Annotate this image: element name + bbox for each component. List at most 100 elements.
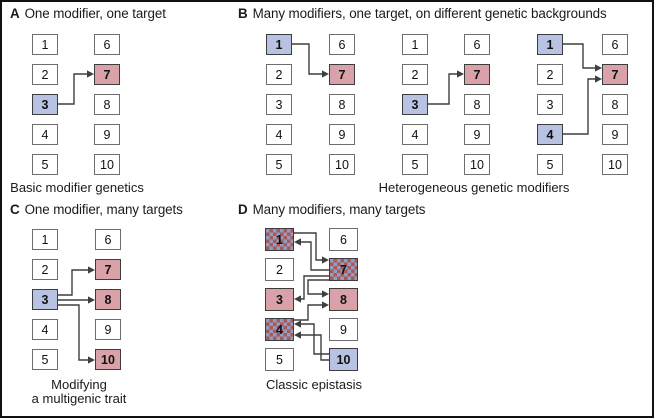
gene-box-b-3: 3 <box>402 94 428 115</box>
gene-box-c-5: 5 <box>32 349 58 370</box>
gene-box-b-10: 10 <box>329 154 355 175</box>
gene-box-a-5: 5 <box>32 154 58 175</box>
gene-box-b-7: 7 <box>602 64 628 85</box>
gene-box-d-2: 2 <box>265 258 294 281</box>
gene-box-b-2: 2 <box>537 64 563 85</box>
gene-box-b-6: 6 <box>602 34 628 55</box>
arrowhead-7-to-1 <box>294 238 301 246</box>
arrowhead-3-to-10 <box>88 356 95 364</box>
gene-box-d-4: 4 <box>265 318 294 341</box>
gene-box-a-6: 6 <box>94 34 120 55</box>
gene-box-c-10: 10 <box>95 349 121 370</box>
arrowhead-10-to-4 <box>294 320 301 328</box>
gene-box-c-8: 8 <box>95 289 121 310</box>
arrow-10-to-4 <box>299 334 329 361</box>
gene-box-c-1: 1 <box>32 229 58 250</box>
gene-box-d-8: 8 <box>329 288 358 311</box>
panel-a-title-text: One modifier, one target <box>24 6 166 21</box>
gene-box-c-2: 2 <box>32 259 58 280</box>
panel-a-caption: Basic modifier genetics <box>10 180 144 195</box>
gene-box-c-7: 7 <box>95 259 121 280</box>
gene-box-c-6: 6 <box>95 229 121 250</box>
gene-box-c-9: 9 <box>95 319 121 340</box>
gene-box-b-4: 4 <box>402 124 428 145</box>
arrow-1-to-7 <box>294 232 324 261</box>
arrowhead-7-to-3 <box>294 295 301 303</box>
gene-box-b-1: 1 <box>537 34 563 55</box>
arrow-7-to-3 <box>299 275 329 300</box>
gene-box-d-1: 1 <box>265 228 294 251</box>
arrowhead-3-to-8 <box>88 296 95 304</box>
panel-d-title: D Many modifiers, many targets <box>238 202 426 217</box>
gene-box-b-8: 8 <box>329 94 355 115</box>
arrow-7-to-8 <box>307 279 329 295</box>
arrowhead-4-to-8 <box>322 301 329 309</box>
panel-b-title-text: Many modifiers, one target, on different… <box>252 6 607 21</box>
arrow-3-to-7 <box>58 73 89 105</box>
gene-box-c-4: 4 <box>32 319 58 340</box>
gene-box-b-7: 7 <box>329 64 355 85</box>
gene-box-d-6: 6 <box>329 228 358 251</box>
gene-box-b-9: 9 <box>602 124 628 145</box>
gene-box-b-3: 3 <box>266 94 292 115</box>
gene-box-b-5: 5 <box>266 154 292 175</box>
arrow-3-to-7 <box>428 73 459 105</box>
gene-box-a-1: 1 <box>32 34 58 55</box>
gene-box-b-10: 10 <box>464 154 490 175</box>
arrowhead-3-to-7 <box>457 70 464 78</box>
gene-box-b-2: 2 <box>266 64 292 85</box>
gene-box-b-1: 1 <box>266 34 292 55</box>
arrowhead-10-to-4 <box>294 331 301 339</box>
panel-c-title-text: One modifier, many targets <box>24 202 183 217</box>
gene-box-b-7: 7 <box>464 64 490 85</box>
arrow-3-to-10 <box>58 304 90 361</box>
panel-a-letter: A <box>10 6 20 21</box>
arrowhead-7-to-8 <box>322 290 329 298</box>
arrow-4-to-7 <box>563 78 597 135</box>
gene-box-b-10: 10 <box>602 154 628 175</box>
panel-c-letter: C <box>10 202 20 217</box>
arrowhead-4-to-7 <box>595 75 602 83</box>
gene-box-a-4: 4 <box>32 124 58 145</box>
panel-b-caption: Heterogeneous genetic modifiers <box>378 180 570 195</box>
gene-box-a-7: 7 <box>94 64 120 85</box>
gene-box-d-10: 10 <box>329 348 358 371</box>
arrowhead-1-to-7 <box>322 70 329 78</box>
gene-box-c-3: 3 <box>32 289 58 310</box>
arrow-10-to-4 <box>299 323 329 355</box>
arrow-4-to-8 <box>294 304 324 321</box>
gene-box-a-9: 9 <box>94 124 120 145</box>
panel-d-caption: Classic epistasis <box>265 377 363 392</box>
gene-box-a-2: 2 <box>32 64 58 85</box>
arrowhead-1-to-7 <box>322 256 329 264</box>
gene-box-b-9: 9 <box>464 124 490 145</box>
gene-box-b-9: 9 <box>329 124 355 145</box>
gene-box-b-5: 5 <box>402 154 428 175</box>
gene-box-d-9: 9 <box>329 318 358 341</box>
panel-c-title: C One modifier, many targets <box>10 202 183 217</box>
gene-box-b-3: 3 <box>537 94 563 115</box>
gene-box-a-3: 3 <box>32 94 58 115</box>
panel-b-letter: B <box>238 6 248 21</box>
gene-box-b-8: 8 <box>464 94 490 115</box>
arrow-7-to-1 <box>299 241 329 271</box>
arrow-3-to-7 <box>58 269 90 296</box>
arrow-1-to-7 <box>563 43 597 69</box>
panel-c-caption-line2: a multigenic trait <box>31 391 127 406</box>
gene-box-d-5: 5 <box>265 348 294 371</box>
gene-box-b-4: 4 <box>266 124 292 145</box>
gene-box-a-10: 10 <box>94 154 120 175</box>
arrowhead-3-to-7 <box>88 266 95 274</box>
gene-box-b-6: 6 <box>464 34 490 55</box>
gene-box-b-1: 1 <box>402 34 428 55</box>
gene-box-b-4: 4 <box>537 124 563 145</box>
panel-a-title: A One modifier, one target <box>10 6 166 21</box>
panel-d-title-text: Many modifiers, many targets <box>252 202 426 217</box>
gene-box-d-7: 7 <box>329 258 358 281</box>
arrowhead-3-to-7 <box>87 70 94 78</box>
gene-box-a-8: 8 <box>94 94 120 115</box>
gene-box-b-8: 8 <box>602 94 628 115</box>
arrowhead-1-to-7 <box>595 64 602 72</box>
panel-d-letter: D <box>238 202 248 217</box>
